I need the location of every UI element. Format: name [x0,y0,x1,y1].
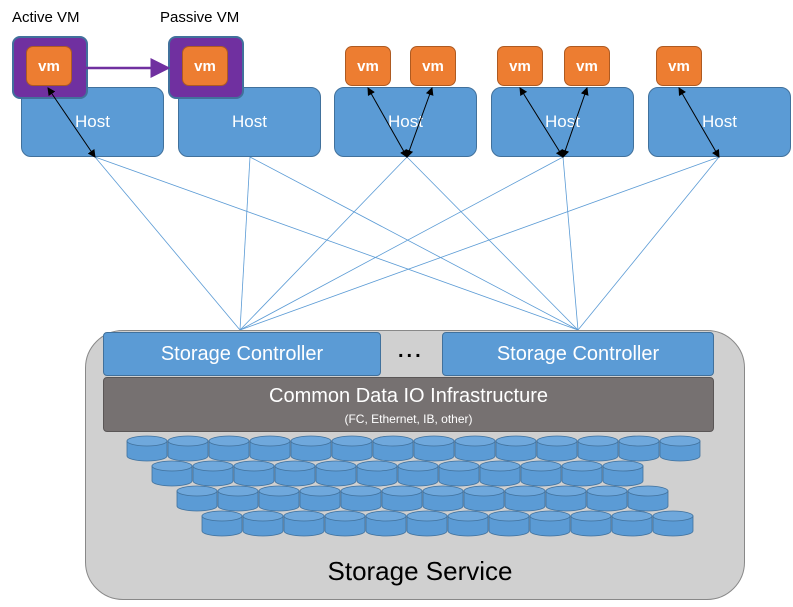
vm-label: vm [38,57,60,75]
disk [504,485,546,512]
host-label: Host [388,112,423,131]
disk [151,460,193,487]
vm-6[interactable]: vm [564,46,610,86]
disk [315,460,357,487]
disk [618,435,660,462]
fabric-link [94,156,241,331]
fabric-link [239,156,251,331]
disk [577,435,619,462]
disk [283,510,325,537]
disk [217,485,259,512]
disk [520,460,562,487]
fabric-link [239,156,408,331]
vm-label: vm [422,57,444,75]
infra-subtitle: (FC, Ethernet, IB, other) [344,412,473,426]
vm-label: vm [357,57,379,75]
host-label: Host [545,112,580,131]
storage-service-title: Storage Service [327,556,513,586]
host-3[interactable]: Host [334,87,477,157]
vm-label: vm [668,57,690,75]
disk [422,485,464,512]
host-label: Host [232,112,267,131]
storage-controller-left-label: Storage Controller [160,342,324,365]
infra-title: Common Data IO Infrastructure [269,385,548,407]
disk [356,460,398,487]
vm-4[interactable]: vm [410,46,456,86]
disk [627,485,669,512]
fabric-link [562,156,579,331]
disk [652,510,694,537]
disk [372,435,414,462]
disk [602,460,644,487]
disk [611,510,653,537]
vm-3[interactable]: vm [345,46,391,86]
disk [659,435,701,462]
disk [192,460,234,487]
host-label: Host [702,112,737,131]
storage-controller-right[interactable]: Storage Controller [442,332,714,376]
host-4[interactable]: Host [491,87,634,157]
fabric-link [406,156,579,331]
disk [463,485,505,512]
ellipsis: ... [398,340,424,362]
disk [454,435,496,462]
disk [586,485,628,512]
disk [258,485,300,512]
disk [397,460,439,487]
disk [176,485,218,512]
disk [290,435,332,462]
vm-label: vm [194,57,216,75]
common-data-io-infrastructure[interactable]: Common Data IO Infrastructure (FC, Ether… [103,377,714,432]
disk [201,510,243,537]
disk [242,510,284,537]
disk [479,460,521,487]
disk [536,435,578,462]
disk [570,510,612,537]
disk [488,510,530,537]
disk [208,435,250,462]
disk [324,510,366,537]
host-label: Host [75,112,110,131]
disk [447,510,489,537]
disk [495,435,537,462]
disk [340,485,382,512]
active-vm-label: Active VM [12,9,80,26]
disk [406,510,448,537]
vm-label: vm [576,57,598,75]
disk [381,485,423,512]
disk [365,510,407,537]
vm-label: vm [509,57,531,75]
vm-active[interactable]: vm [26,46,72,86]
vm-7[interactable]: vm [656,46,702,86]
disk [233,460,275,487]
disk [167,435,209,462]
vm-5[interactable]: vm [497,46,543,86]
disk [438,460,480,487]
host-5[interactable]: Host [648,87,791,157]
fabric-link [94,156,579,331]
storage-controller-right-label: Storage Controller [496,342,660,365]
disk [274,460,316,487]
disk [331,435,373,462]
disk [299,485,341,512]
passive-vm-label: Passive VM [160,9,240,26]
fabric-link [239,156,720,331]
disk [545,485,587,512]
disk [126,435,168,462]
fabric-link [577,156,720,331]
fabric-link [239,156,564,331]
fabric-link [249,156,579,331]
storage-controller-left[interactable]: Storage Controller [103,332,381,376]
disk [561,460,603,487]
disk [249,435,291,462]
disk [529,510,571,537]
vm-passive[interactable]: vm [182,46,228,86]
disk [413,435,455,462]
